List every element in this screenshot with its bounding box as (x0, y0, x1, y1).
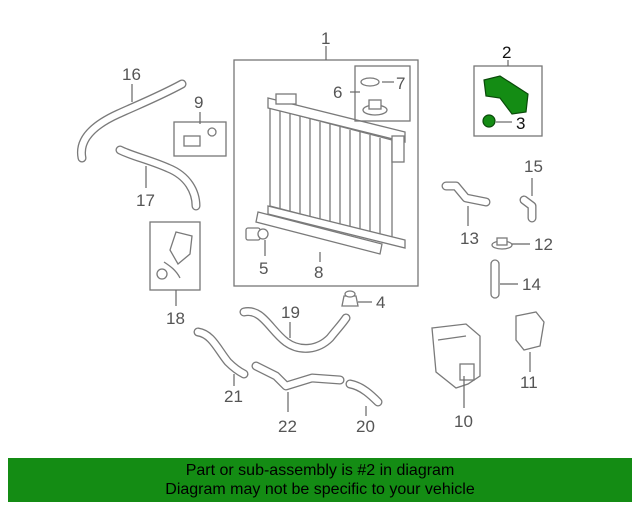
callout-3: 3 (516, 114, 525, 133)
callout-14: 14 (522, 275, 541, 294)
banner-line-1: Part or sub-assembly is #2 in diagram (185, 462, 455, 479)
callout-2: 2 (502, 43, 511, 62)
callout-20: 20 (356, 417, 375, 436)
radiator-assembly[interactable] (233, 59, 419, 287)
callout-19: 19 (281, 303, 300, 322)
callout-16: 16 (122, 65, 141, 84)
hose-19[interactable] (239, 307, 351, 353)
callout-21: 21 (224, 387, 243, 406)
banner-line-2: Diagram may not be specific to your vehi… (165, 481, 475, 498)
thermostat-housing-18[interactable] (149, 221, 201, 291)
bracket-part-11[interactable] (515, 311, 545, 351)
notice-banner: Part or sub-assembly is #2 in diagram Di… (8, 458, 632, 502)
fitting-part-4[interactable] (341, 290, 359, 307)
pipe-22[interactable] (251, 361, 345, 391)
radiator-mount-bracket[interactable] (255, 211, 383, 255)
callout-8: 8 (314, 263, 323, 282)
callout-6: 6 (333, 83, 342, 102)
callout-1: 1 (321, 29, 330, 48)
cap-part-12[interactable] (491, 237, 513, 250)
callout-11: 11 (520, 373, 538, 392)
hose-21[interactable] (193, 327, 249, 379)
hose-20[interactable] (345, 379, 383, 407)
callout-9: 9 (194, 93, 203, 112)
drain-plug[interactable] (245, 227, 269, 241)
callout-13: 13 (460, 229, 479, 248)
upper-hose-16[interactable] (76, 79, 187, 163)
parts-diagram: 1 2 3 4 5 6 7 8 9 10 11 12 13 14 15 16 1… (76, 29, 553, 436)
hose-15[interactable] (519, 195, 537, 223)
lower-hose-17[interactable] (115, 145, 201, 211)
leader-lines (131, 46, 533, 416)
tube-part-14[interactable] (490, 259, 500, 299)
radiator-cap-box[interactable] (354, 65, 411, 122)
highlighted-part-2[interactable] (473, 65, 543, 137)
callout-4: 4 (376, 293, 385, 312)
sensor-part-9[interactable] (173, 121, 227, 157)
callout-12: 12 (534, 235, 553, 254)
callout-22: 22 (278, 417, 297, 436)
callout-18: 18 (166, 309, 185, 328)
callout-7: 7 (396, 74, 405, 93)
callout-17: 17 (136, 191, 155, 210)
callout-15: 15 (524, 157, 543, 176)
callout-10: 10 (454, 412, 473, 431)
hose-13[interactable] (441, 181, 491, 207)
callout-5: 5 (259, 259, 268, 278)
reservoir-tank-10[interactable] (431, 323, 481, 389)
